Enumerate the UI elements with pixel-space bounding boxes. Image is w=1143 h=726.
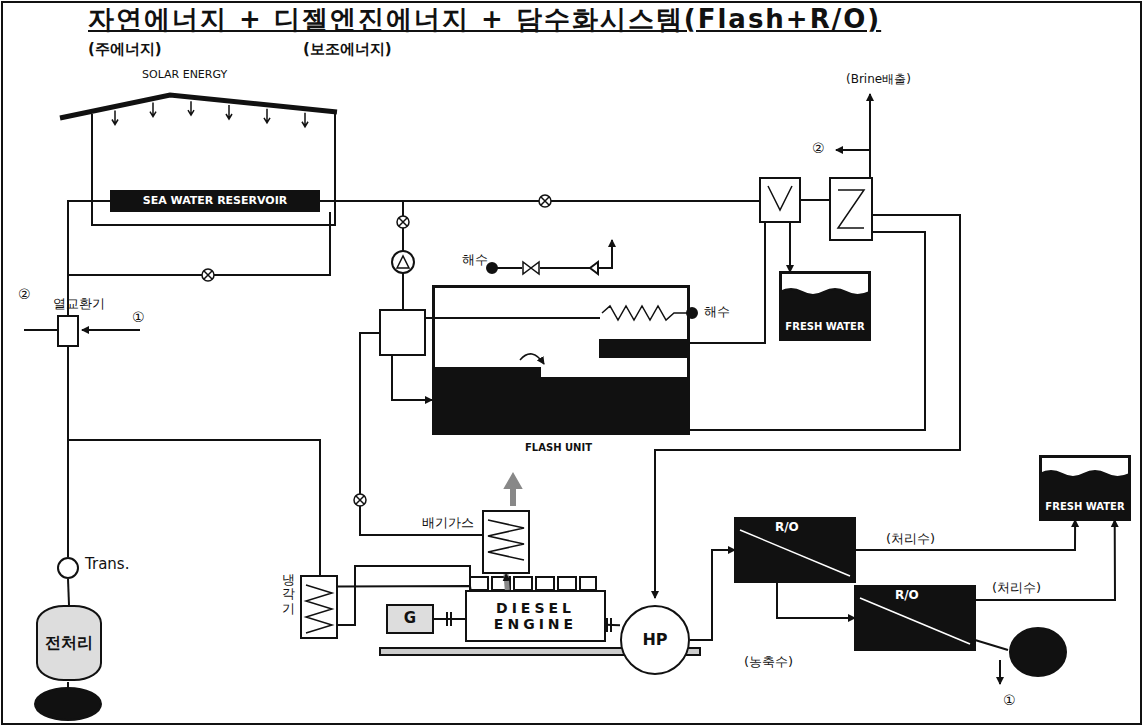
generator: G: [386, 604, 434, 634]
annotation: 해수: [462, 252, 488, 268]
annotation: (주에너지): [88, 40, 162, 58]
pipe-connector: [68, 579, 69, 605]
pipe-connector: [975, 520, 1115, 600]
diagram-title: 자연에너지 + 디젤엔진에너지 + 담수화시스템(Flash+R/O): [88, 2, 881, 37]
pipe-connector: [338, 586, 471, 590]
transfer-pump: Trans.: [57, 557, 79, 579]
annotation: 해수: [704, 304, 730, 320]
ro-module: R/O: [735, 518, 855, 582]
node-text: R/O: [775, 521, 799, 535]
edge-label: (농축수): [742, 654, 795, 670]
node-label: 열교환기: [53, 295, 105, 313]
callout-number: ②: [812, 140, 825, 157]
annotation: (보조에너지): [303, 40, 392, 58]
edge-label: (처리수): [884, 531, 937, 547]
node-label: 배기가스: [422, 514, 474, 532]
ro-module: R/O: [855, 586, 975, 650]
fresh-water-tank: FRESH WATER: [780, 272, 870, 340]
edge-label: (처리수): [990, 580, 1043, 596]
callout-number: ①: [132, 309, 145, 326]
exhaust-heat-exchanger: 배기가스: [482, 510, 530, 574]
pipe-connector: [690, 550, 735, 640]
callout-number: ②: [18, 286, 31, 303]
drive-shaft: [606, 624, 620, 627]
pipe-connector: [855, 520, 1075, 550]
node-text: G: [404, 610, 416, 627]
heat-exchanger: 열교환기: [57, 315, 79, 347]
pipe-connector: [67, 347, 69, 557]
node-text: FRESH WATER: [1045, 501, 1124, 513]
node-text: DIESEL ENGINE: [467, 600, 604, 632]
cooler: 냉각기: [300, 575, 338, 639]
pipe-connector: [506, 574, 507, 590]
drive-shaft: [434, 618, 465, 620]
node-text: HP: [642, 631, 667, 649]
node-label: FLASH UNIT: [525, 442, 592, 453]
node-text: FRESH WATER: [785, 321, 864, 333]
node-text: SEA WATER RESERVOIR: [143, 195, 288, 208]
diesel-engine: DIESEL ENGINE: [465, 590, 606, 642]
node-text: R/O: [895, 589, 919, 603]
annotation: SOLAR ENERGY: [142, 68, 227, 81]
node-label: 냉각기: [282, 573, 295, 616]
callout-number: ①: [1003, 692, 1016, 709]
fresh-water-tank: FRESH WATER: [1040, 456, 1130, 520]
node-text: 전처리: [45, 634, 93, 652]
node-label: Trans.: [85, 555, 129, 573]
high-pressure-pump: HP: [620, 605, 690, 675]
reservoir-box: SEA WATER RESERVOIR: [110, 190, 320, 212]
pretreatment-tank: 전처리: [36, 605, 102, 681]
flash-unit: FLASH UNIT: [432, 285, 690, 435]
pipe-connector: [777, 582, 855, 618]
annotation: (Brine배출): [846, 72, 911, 86]
